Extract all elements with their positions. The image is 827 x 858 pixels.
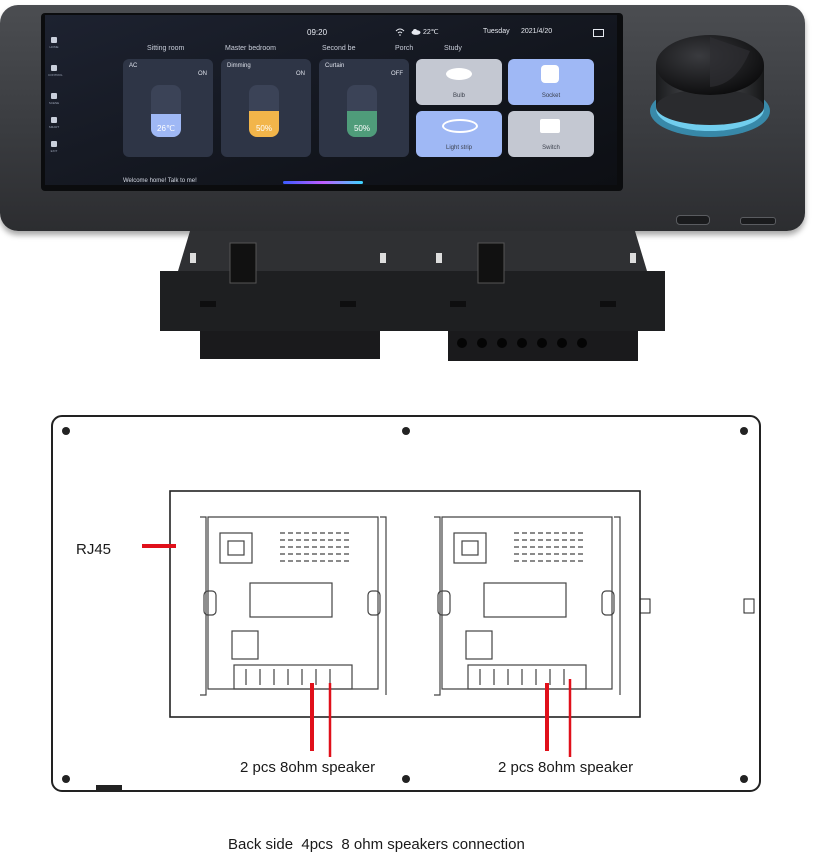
dimming-slider[interactable]: 50% (249, 85, 279, 137)
usb-c-port (676, 215, 710, 225)
wifi-icon (395, 28, 405, 38)
ac-tile[interactable]: AC ON 26℃ (123, 59, 213, 157)
dimming-state: ON (296, 71, 305, 77)
bulb-label: Bulb (452, 93, 465, 99)
rail-home[interactable]: HOME (48, 37, 60, 55)
diagram-caption: Back side 4pcs 8 ohm speakers connection (228, 836, 525, 853)
light-strip-tile[interactable]: Light strip (416, 111, 502, 157)
back-mounting-box (160, 231, 665, 361)
cloud-icon (411, 28, 421, 37)
touch-screen: 09:20 22℃ Tuesday 2021/4/20 HOME CONTROL… (45, 15, 617, 185)
ac-value: 26℃ (157, 124, 175, 133)
socket-label: Socket (541, 93, 561, 99)
tab-master-bedroom[interactable]: Master bedroom (225, 45, 276, 52)
micro-slot (740, 217, 776, 225)
curtain-value: 50% (353, 124, 370, 133)
ac-slider[interactable]: 26℃ (151, 85, 181, 137)
switch-tile[interactable]: Switch (508, 111, 594, 157)
status-bar: 09:20 22℃ Tuesday 2021/4/20 (45, 28, 617, 38)
weekday: Tuesday (483, 28, 510, 35)
rotary-knob[interactable] (646, 25, 774, 140)
tab-study[interactable]: Study (444, 45, 462, 52)
speaker-label-left: 2 pcs 8ohm speaker (240, 759, 376, 776)
dimming-label: Dimming (227, 63, 251, 69)
wire-markers (142, 544, 572, 757)
rail-scene[interactable]: SCENE (48, 93, 60, 111)
speaker-label-right: 2 pcs 8ohm speaker (498, 759, 634, 776)
light-strip-icon (442, 119, 478, 133)
voice-wave (283, 181, 363, 184)
curtain-label: Curtain (325, 63, 345, 69)
switch-icon (540, 119, 560, 133)
dimming-tile[interactable]: Dimming ON 50% (221, 59, 311, 157)
tab-porch[interactable]: Porch (395, 45, 414, 52)
dimming-slider-fill (249, 111, 279, 137)
socket-tile[interactable]: Socket (508, 59, 594, 105)
side-rail: HOME CONTROL SCENE SMART EXIT (45, 35, 63, 175)
date: 2021/4/20 (521, 28, 553, 35)
dimming-value: 50% (255, 124, 272, 133)
rj45-label: RJ45 (76, 541, 112, 558)
temperature: 22℃ (423, 29, 439, 36)
rail-control[interactable]: CONTROL (48, 65, 63, 83)
curtain-state: OFF (391, 71, 403, 77)
welcome-message: Welcome home! Talk to me! (123, 178, 197, 184)
curtain-slider[interactable]: 50% (347, 85, 377, 137)
socket-icon (541, 65, 559, 83)
ac-state: ON (198, 71, 207, 77)
ac-slider-fill (151, 113, 181, 137)
switch-label: Switch (542, 145, 560, 151)
ac-label: AC (129, 63, 138, 69)
room-tabs: Sitting room Master bedroom Second be Po… (147, 45, 607, 55)
tab-sitting-room[interactable]: Sitting room (147, 45, 185, 52)
back-panel-diagram (51, 415, 761, 792)
tab-second-bedroom[interactable]: Second be (322, 45, 356, 52)
clock: 09:20 (307, 28, 328, 37)
rail-exit[interactable]: EXIT (48, 141, 60, 159)
curtain-slider-fill (347, 111, 377, 137)
bulb-icon (446, 68, 472, 80)
smart-panel-device: 09:20 22℃ Tuesday 2021/4/20 HOME CONTROL… (0, 5, 805, 231)
menu-icon[interactable] (593, 29, 604, 37)
bulb-tile[interactable]: Bulb (416, 59, 502, 105)
rail-smart[interactable]: SMART (48, 117, 60, 135)
curtain-tile[interactable]: Curtain OFF 50% (319, 59, 409, 157)
light-strip-label: Light strip (445, 145, 472, 151)
